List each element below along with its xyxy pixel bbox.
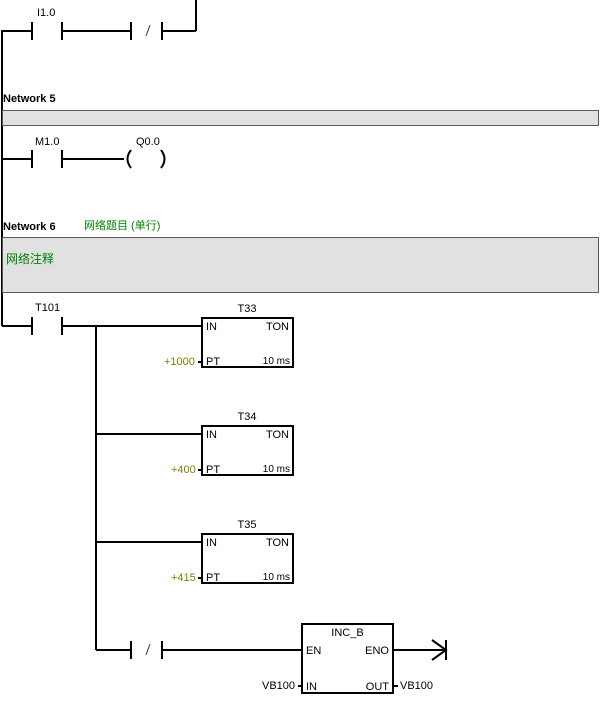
timer-box-t33[interactable]: IN TON PT 10 ms: [201, 317, 294, 368]
network-5-comment-box[interactable]: [2, 110, 599, 126]
timer-pt-value[interactable]: +400: [171, 464, 196, 476]
inc-b-in-pin: IN: [306, 681, 317, 693]
inc-b-box[interactable]: INC_B EN ENO IN OUT: [301, 623, 394, 694]
timer-type: TON: [265, 429, 289, 441]
timer-pt-value[interactable]: +415: [171, 572, 196, 584]
timer-pt-value[interactable]: +1000: [164, 356, 195, 368]
timer-name[interactable]: T35: [237, 519, 257, 531]
timer-pt-pin: PT: [206, 464, 221, 476]
contact-address-t101[interactable]: T101: [35, 302, 61, 314]
timer-pt-pin: PT: [206, 572, 221, 584]
contact-address-m1-0[interactable]: M1.0: [35, 136, 60, 148]
timer-resolution: 10 ms: [262, 464, 290, 475]
timer-resolution: 10 ms: [262, 356, 290, 367]
network-6-title[interactable]: Network 6: [3, 221, 56, 233]
coil-address-q0-0[interactable]: Q0.0: [136, 136, 160, 148]
timer-box-t34[interactable]: IN TON PT 10 ms: [201, 425, 294, 476]
inc-b-out-value[interactable]: VB100: [400, 680, 434, 692]
network-6-comment-box[interactable]: [2, 237, 599, 293]
timer-type: TON: [265, 537, 289, 549]
eno-arrow: [431, 639, 448, 661]
timer-in-pin: IN: [206, 537, 217, 549]
coil-left-paren: [126, 149, 132, 169]
timer-pt-pin: PT: [206, 356, 221, 368]
inc-b-in-value[interactable]: VB100: [262, 680, 296, 692]
network-6-subtitle[interactable]: 网络题目 (单行): [84, 220, 161, 232]
timer-in-pin: IN: [206, 429, 217, 441]
inc-b-out-pin: OUT: [365, 681, 389, 693]
coil-right-paren: [160, 149, 166, 169]
network-6-comment[interactable]: 网络注释: [6, 252, 55, 266]
timer-name[interactable]: T33: [237, 303, 257, 315]
timer-box-t35[interactable]: IN TON PT 10 ms: [201, 533, 294, 584]
inc-b-name: INC_B: [331, 627, 364, 639]
timer-name[interactable]: T34: [237, 411, 257, 423]
contact-address-i1-0[interactable]: I1.0: [37, 7, 56, 19]
network-5-title[interactable]: Network 5: [3, 93, 56, 105]
inc-b-eno-pin: ENO: [365, 645, 389, 657]
timer-type: TON: [265, 321, 289, 333]
timer-in-pin: IN: [206, 321, 217, 333]
timer-resolution: 10 ms: [262, 572, 290, 583]
inc-b-en-pin: EN: [306, 645, 322, 657]
